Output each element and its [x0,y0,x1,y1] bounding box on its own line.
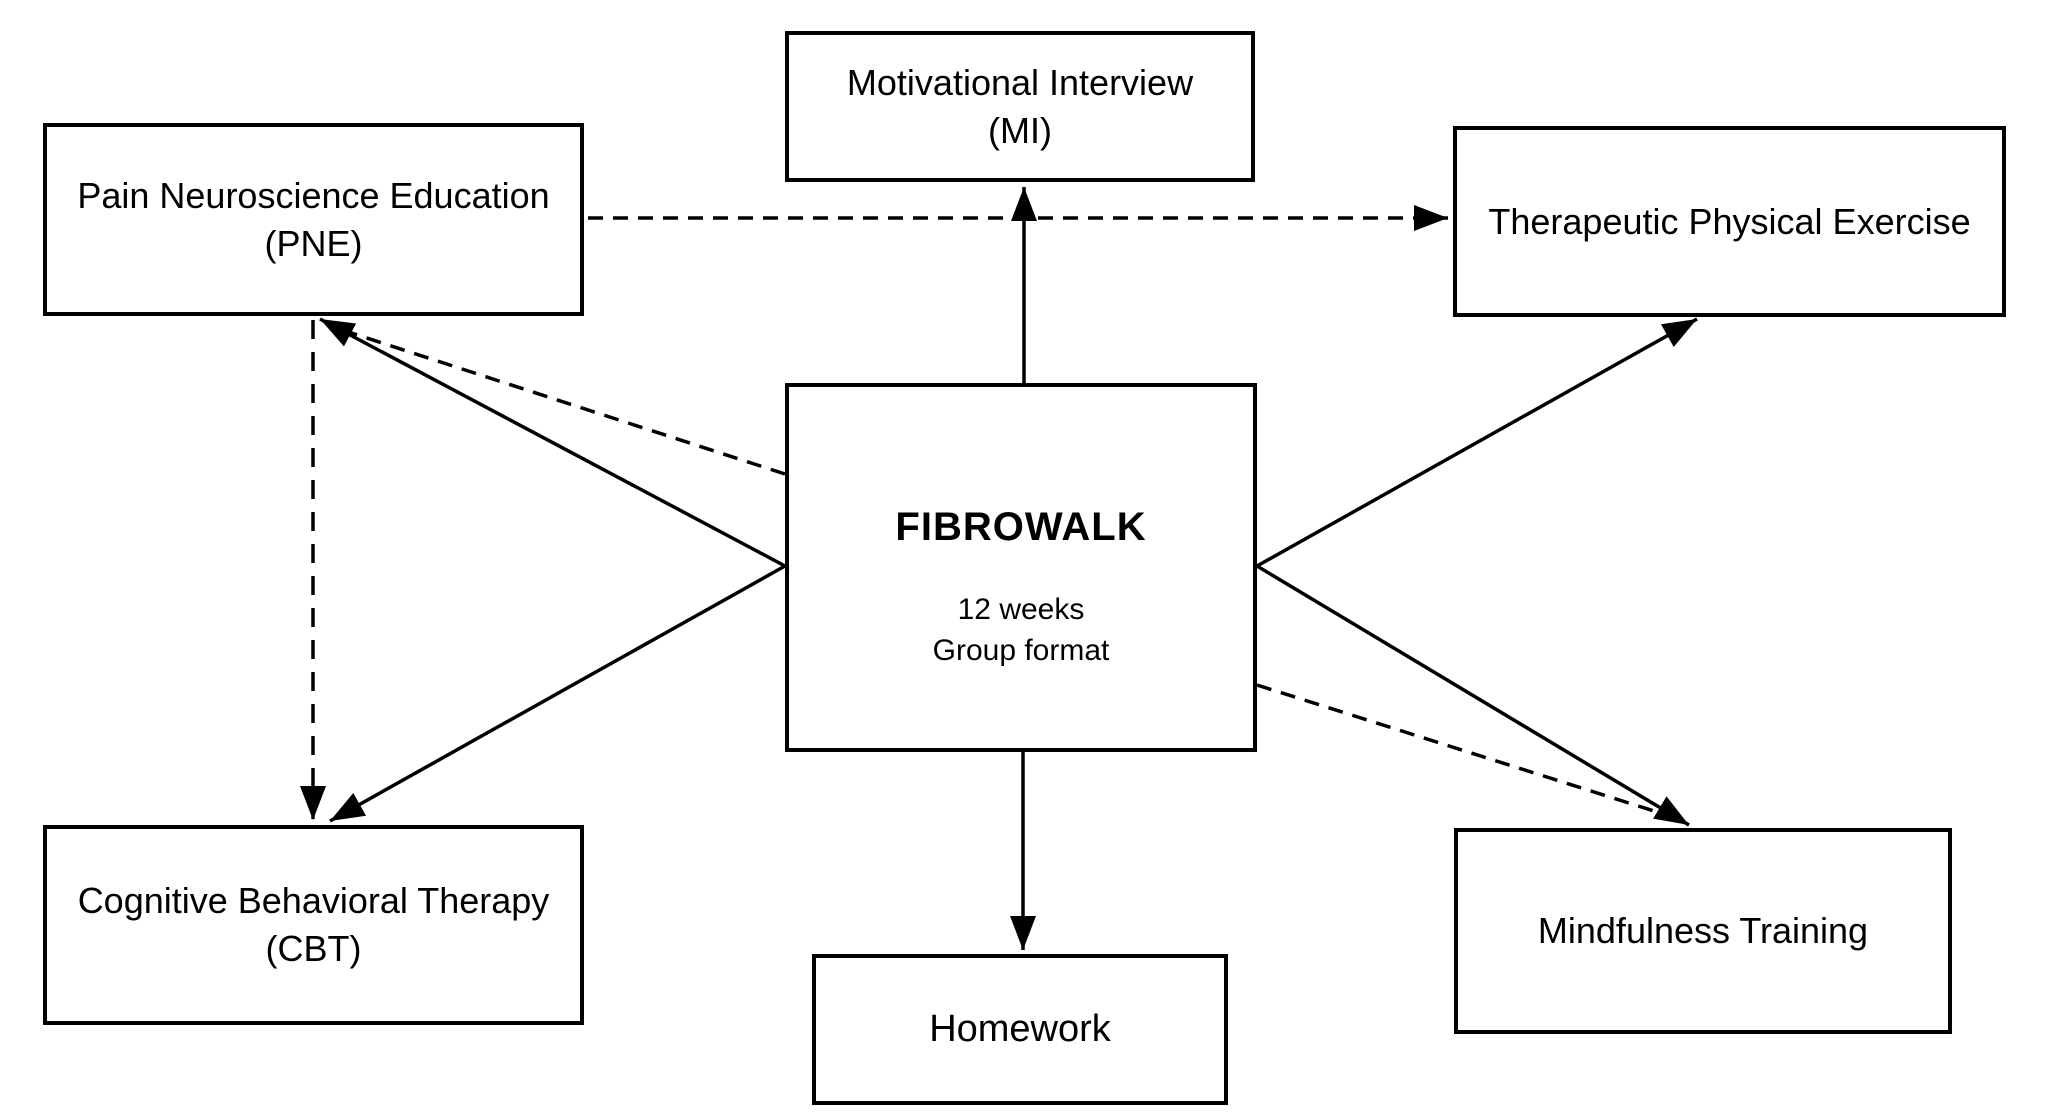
arrow-fibrowalk-to-cbt [329,564,786,823]
homework-label: Homework [929,1008,1111,1051]
mindfulness-training-label: Mindfulness Training [1537,910,1869,952]
arrow-fibrowalk-to-therapeutic-physical-exercise [1256,317,1698,568]
arrow-fibrowalk-to-pne [319,317,786,568]
cognitive-behavioral-therapy-label: (CBT) [265,928,362,969]
node-cognitive-behavioral-therapy: Cognitive Behavioral Therapy (CBT) [43,825,584,1025]
fibrowalk-label: 12 weeks [957,593,1085,626]
node-mindfulness-training: Mindfulness Training [1454,828,1952,1034]
node-pain-neuroscience-education: Pain Neuroscience Education (PNE) [43,123,584,316]
dashed-line-fibrowalk-to-mindfulness-training [1256,683,1677,820]
cognitive-behavioral-therapy-label: Cognitive Behavioral Therapy [77,880,550,922]
fibrowalk-label: FIBROWALK [895,505,1147,549]
dashed-line-fibrowalk-to-pne [335,326,786,476]
node-therapeutic-physical-exercise: Therapeutic Physical Exercise [1453,126,2006,317]
arrow-fibrowalk-to-mindfulness-training [1256,564,1690,827]
therapeutic-physical-exercise-label: Therapeutic Physical Exercise [1488,200,1971,242]
node-homework: Homework [812,954,1228,1105]
motivational-interview-label: Motivational Interview [846,61,1194,103]
pain-neuroscience-education-label: (PNE) [264,222,363,264]
motivational-interview-label: (MI) [988,109,1052,151]
fibrowalk-label: Group format [932,633,1110,667]
pain-neuroscience-education-label: Pain Neuroscience Education [77,174,550,216]
node-motivational-interview: Motivational Interview (MI) [785,31,1255,182]
